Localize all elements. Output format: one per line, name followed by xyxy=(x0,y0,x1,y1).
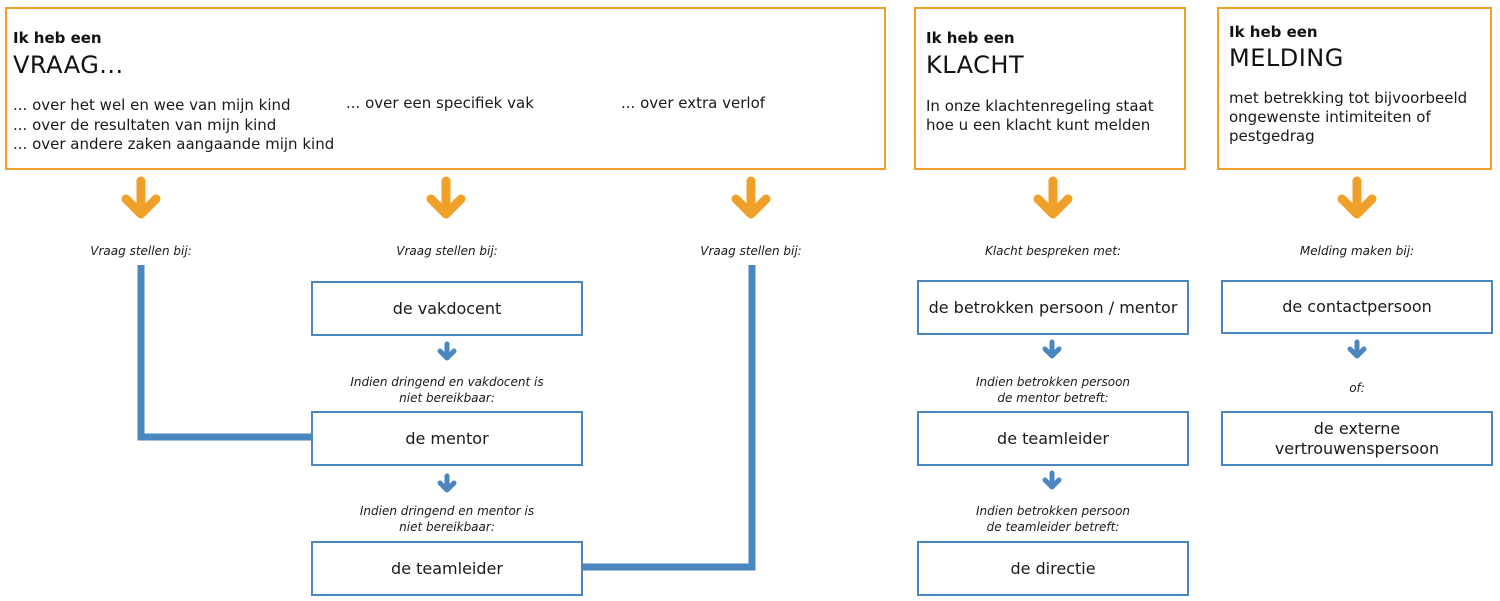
klacht-box: Ik heb een KLACHT In onze klachtenregeli… xyxy=(914,7,1186,170)
vraag-branch1-caption: Vraag stellen bij: xyxy=(90,244,192,258)
vraag-item: ... over het wel en wee van mijn kind xyxy=(13,96,291,114)
vraag-item: ... over de resultaten van mijn kind xyxy=(13,116,277,134)
connector-branch3-to-teamleider xyxy=(582,265,756,571)
klacht-title: KLACHT xyxy=(926,51,1025,79)
arrow-down-icon xyxy=(1350,342,1364,356)
contactpersoon-box: de contactpersoon xyxy=(1221,280,1493,334)
betrokken-persoon-box: de betrokken persoon / mentor xyxy=(917,280,1189,335)
melding-or-label: of: xyxy=(1349,381,1365,395)
klacht-caption: Klacht bespreken met: xyxy=(984,244,1122,258)
vraag-title: VRAAG... xyxy=(13,51,124,79)
klacht-teamleider-box: de teamleider xyxy=(917,411,1189,466)
vraag-item: ... over extra verlof xyxy=(621,94,766,112)
klacht-text: In onze klachtenregeling staat hoe u een… xyxy=(926,97,1154,134)
melding-box: Ik heb een MELDING met betrekking tot bi… xyxy=(1217,7,1492,170)
vraag-condition-2: Indien dringend en mentor is niet bereik… xyxy=(359,504,535,534)
vraag-item: ... over een specifiek vak xyxy=(346,94,534,112)
vakdocent-box: de vakdocent xyxy=(311,281,583,336)
klacht-condition-1: Indien betrokken persoon de mentor betre… xyxy=(975,375,1131,405)
vraag-branch3-caption: Vraag stellen bij: xyxy=(700,244,802,258)
klacht-intro: Ik heb een xyxy=(926,29,1015,47)
vraag-item: ... over andere zaken aangaande mijn kin… xyxy=(13,135,335,153)
arrow-down-icon xyxy=(1045,342,1059,356)
externe-vertrouwenspersoon-box: de externe vertrouwenspersoon xyxy=(1221,411,1493,466)
directie-box: de directie xyxy=(917,541,1189,596)
teamleider-box: de teamleider xyxy=(311,541,583,596)
arrow-down-icon xyxy=(736,181,766,214)
vraag-box: Ik heb een VRAAG... ... over het wel en … xyxy=(5,7,886,170)
arrow-down-icon xyxy=(126,181,156,214)
vraag-branch2-caption: Vraag stellen bij: xyxy=(396,244,498,258)
arrow-down-icon xyxy=(1038,181,1068,214)
arrow-down-icon xyxy=(1045,473,1059,487)
arrow-down-icon xyxy=(431,181,461,214)
klacht-condition-2: Indien betrokken persoon de teamleider b… xyxy=(975,504,1131,534)
arrow-down-icon xyxy=(440,344,454,358)
vraag-condition-1: Indien dringend en vakdocent is niet ber… xyxy=(350,375,544,405)
arrow-down-icon xyxy=(1342,181,1372,214)
vraag-intro: Ik heb een xyxy=(13,29,102,47)
connector-branch1-to-mentor xyxy=(137,265,311,441)
melding-caption: Melding maken bij: xyxy=(1299,244,1415,258)
melding-title: MELDING xyxy=(1229,44,1344,72)
melding-text: met betrekking tot bijvoorbeeld ongewens… xyxy=(1229,89,1468,145)
mentor-box: de mentor xyxy=(311,411,583,466)
arrow-down-icon xyxy=(440,476,454,490)
melding-intro: Ik heb een xyxy=(1229,23,1318,41)
